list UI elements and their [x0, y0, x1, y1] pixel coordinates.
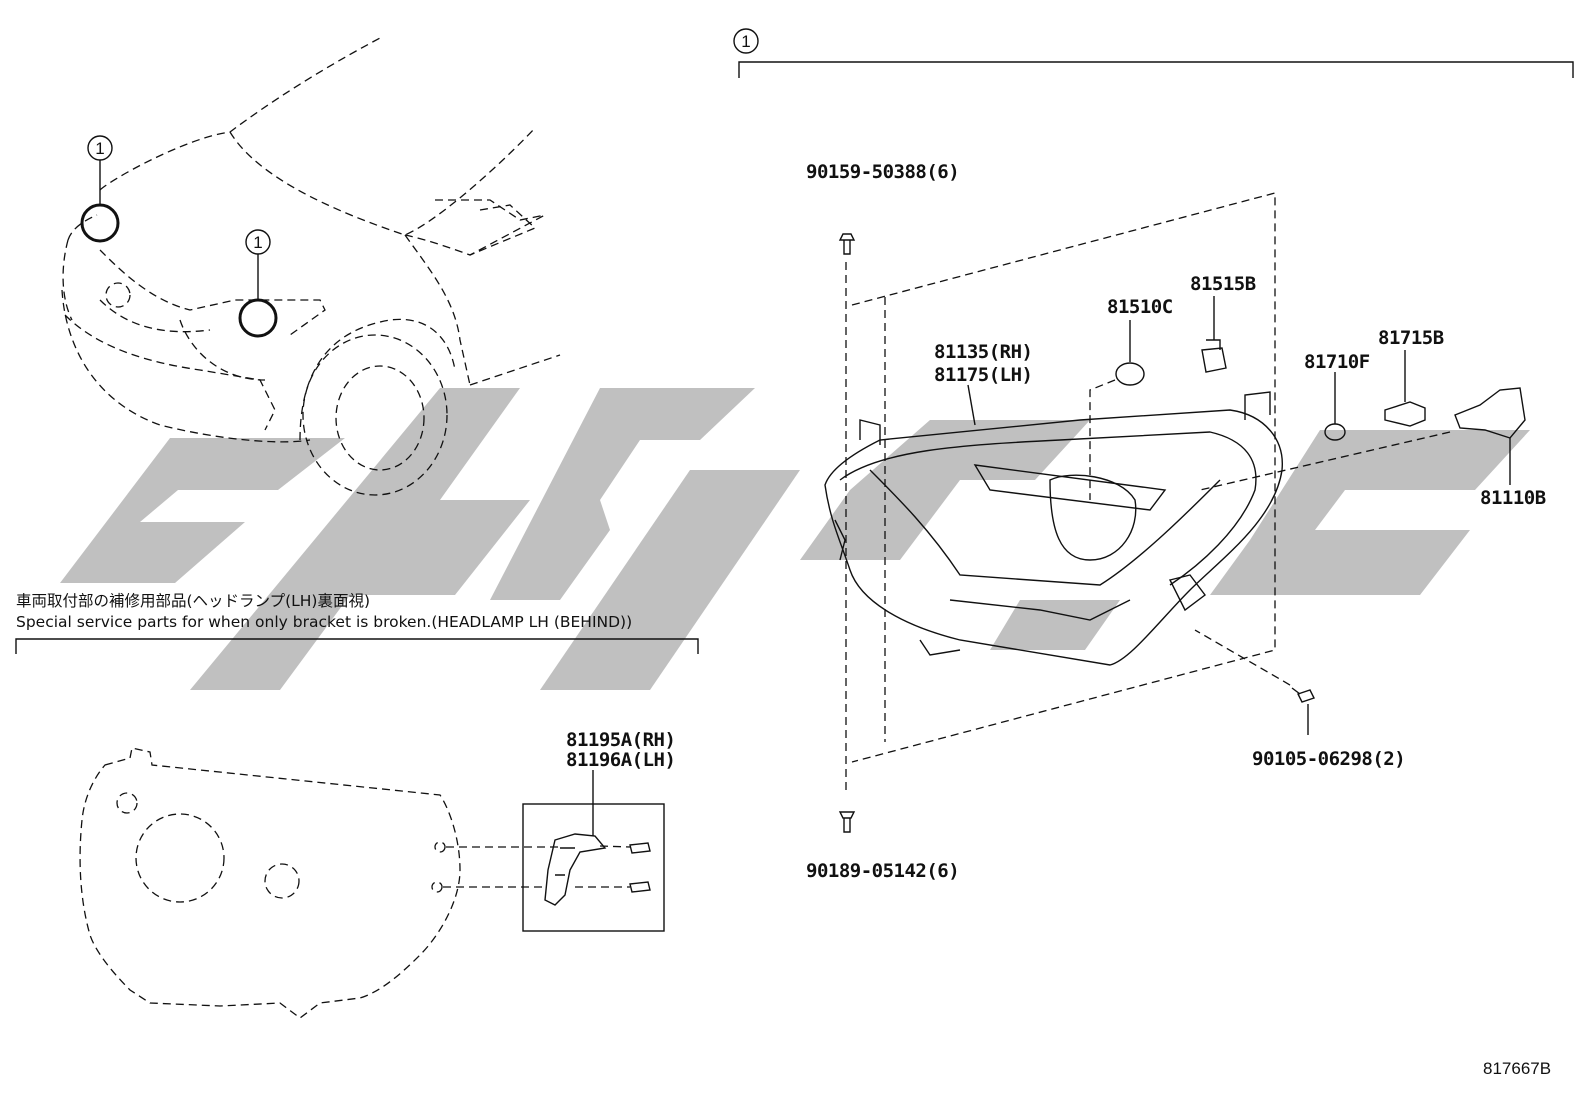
part-number-label: 81515B	[1190, 273, 1256, 295]
callout-number: 1	[741, 32, 750, 51]
part-number-label: 81195A(RH)	[566, 729, 675, 751]
headlamp-location-marker	[238, 298, 278, 338]
diagram-id: 817667B	[1483, 1059, 1551, 1078]
headlamp-location-marker	[80, 203, 120, 243]
part-number-label: 81710F	[1304, 351, 1370, 373]
part-number-label: 90105-06298(2)	[1252, 748, 1405, 770]
bolt-top	[838, 233, 856, 255]
headlamp-housing	[824, 384, 1283, 666]
callout-number: 1	[253, 233, 262, 252]
bracket-parts-box	[522, 770, 665, 932]
note-bracket	[15, 638, 699, 654]
socket-81515b	[1201, 296, 1227, 373]
note-english: Special service parts for when only brac…	[16, 613, 632, 631]
part-number-label: 81196A(LH)	[566, 749, 675, 771]
car-front-illustration: 1 1	[61, 37, 561, 496]
part-number-label: 81110B	[1480, 487, 1546, 509]
part-number-label: 81135(RH)	[934, 341, 1032, 363]
assembly-callout-bracket: 1	[733, 28, 1574, 78]
callout-number: 1	[95, 139, 104, 158]
bulb-81715b	[1384, 350, 1426, 427]
screw-right	[1194, 629, 1315, 735]
part-number-label: 81175(LH)	[934, 364, 1032, 386]
headlamp-back-view	[79, 747, 560, 1019]
cap-81710f	[1324, 372, 1346, 441]
part-number-label: 90189-05142(6)	[806, 860, 959, 882]
assembly-frame	[845, 192, 1276, 790]
note-japanese: 車両取付部の補修用部品(ヘッドランプ(LH)裏面視)	[16, 591, 370, 610]
part-number-label: 81715B	[1378, 327, 1444, 349]
bolt-bottom	[838, 811, 856, 833]
part-number-label: 81510C	[1107, 296, 1173, 318]
bulb-81110b	[1199, 387, 1526, 491]
watermark-logo	[60, 388, 1530, 690]
part-number-label: 90159-50388(6)	[806, 161, 959, 183]
bulb-81510c	[1089, 320, 1145, 500]
